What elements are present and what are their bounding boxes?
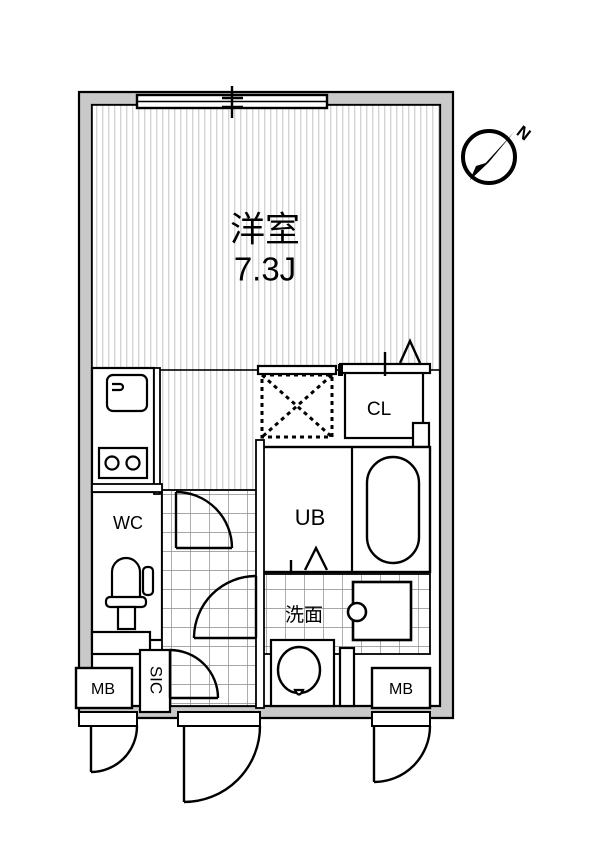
toilet-fixture xyxy=(104,556,155,631)
meter-box-left xyxy=(74,666,134,710)
room-label-wc: WC xyxy=(113,513,143,533)
room-label-ub: UB xyxy=(295,505,326,530)
shoe-in-closet xyxy=(138,648,172,714)
loft-storage xyxy=(256,364,338,439)
wc-door-swing xyxy=(174,490,234,550)
balcony-window xyxy=(135,86,329,118)
room-label-washbasin: 洗面 xyxy=(285,604,323,626)
corridor-door-swing xyxy=(192,574,258,640)
kitchen-counter xyxy=(90,366,156,494)
closet-cl xyxy=(338,338,432,449)
interior-partitions xyxy=(91,364,343,709)
room-label-cl: CL xyxy=(367,399,391,420)
stove-cooktop xyxy=(97,446,149,480)
main-room-floor xyxy=(91,104,441,492)
bathtub xyxy=(365,455,421,565)
mb-left-door-swing xyxy=(89,725,139,774)
washing-machine xyxy=(346,580,413,642)
room-label-sic: SIC xyxy=(147,666,166,694)
room-label-main: 洋室 xyxy=(230,210,300,249)
entrance-door-swing xyxy=(182,725,262,804)
entrance-threshold xyxy=(78,711,431,727)
door-swings xyxy=(89,490,432,804)
room-label-mb-left: MB xyxy=(91,681,115,698)
meter-box-right xyxy=(370,666,432,710)
room-label-mb-right: MB xyxy=(389,681,413,698)
mb-right-door-swing xyxy=(372,725,432,784)
toilet-room xyxy=(90,490,164,656)
sic-door-swing xyxy=(168,648,220,700)
unit-bath xyxy=(260,445,432,584)
room-size-main: 7.3J xyxy=(234,251,296,288)
kitchen-sink xyxy=(105,373,149,413)
vanity-basin xyxy=(269,638,356,708)
